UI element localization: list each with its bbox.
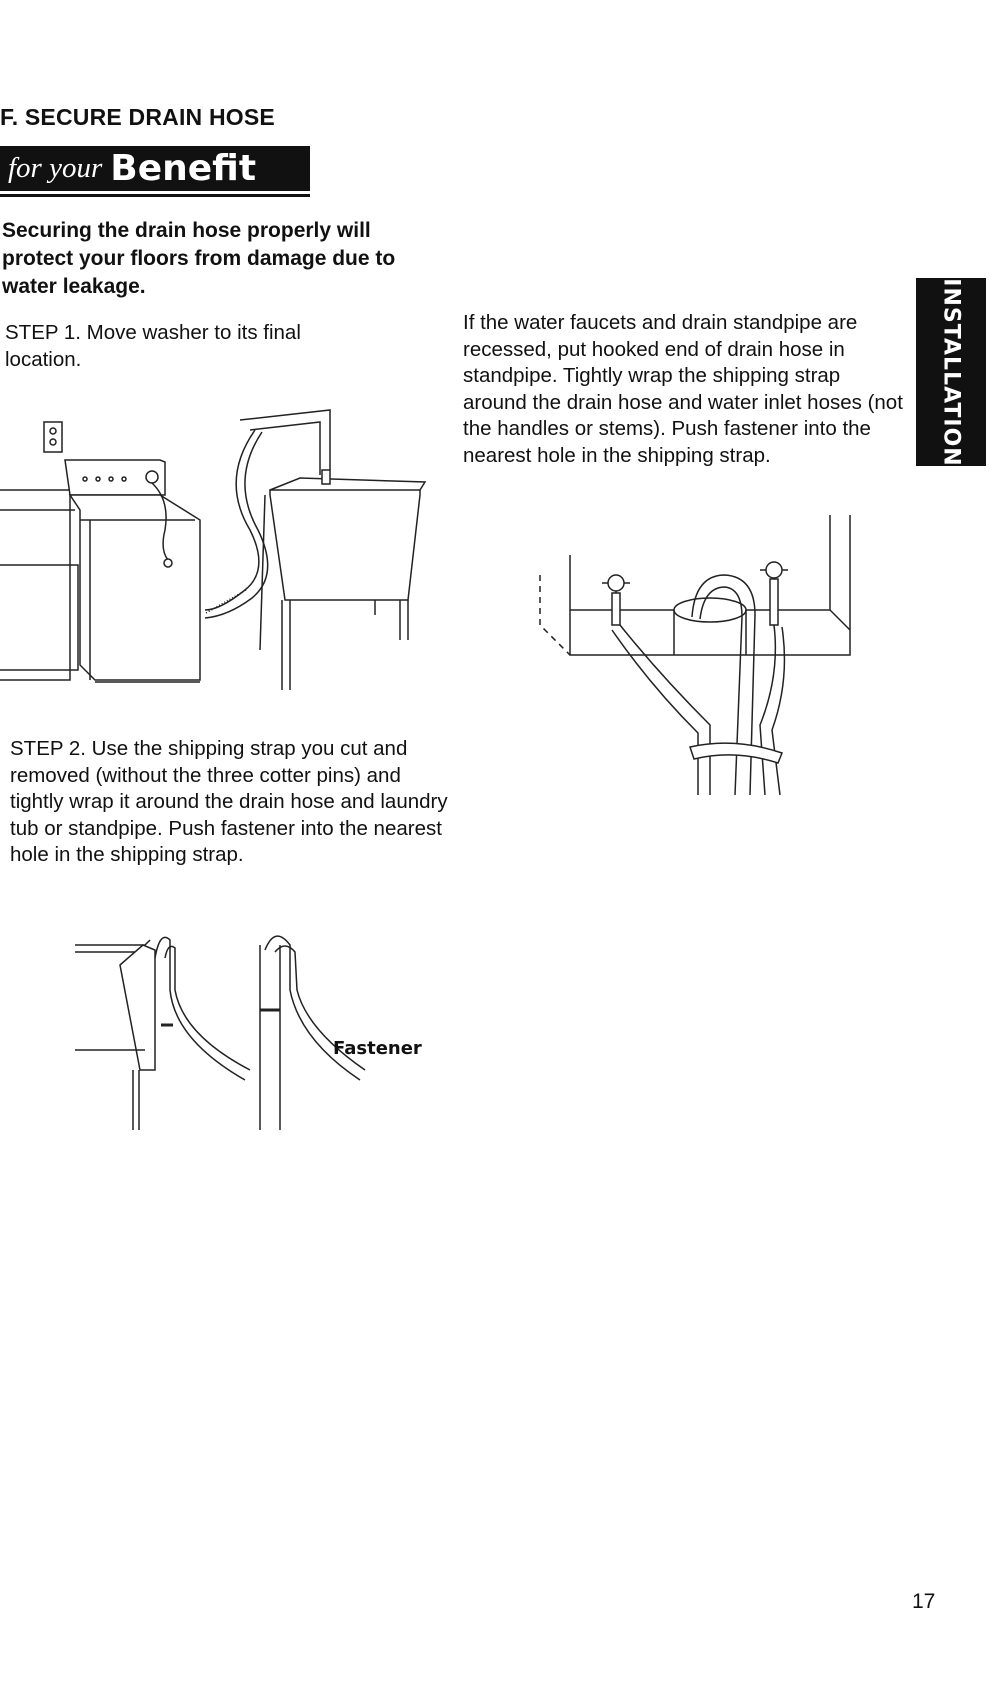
side-tab-label: INSTALLATION (938, 277, 964, 467)
standpipe-illustration (520, 515, 860, 805)
for-your-benefit-banner: for your Benefit (0, 146, 310, 191)
step2-paragraph: STEP 2. Use the shipping strap you cut a… (10, 736, 450, 869)
fastener-label: Fastener (333, 1038, 422, 1059)
recessed-note: If the water faucets and drain standpipe… (463, 311, 903, 467)
step2-label: STEP 2. (10, 737, 86, 760)
step1-text: Move washer to its final location. (5, 321, 301, 371)
page-number: 17 (912, 1590, 936, 1613)
section-heading: F. SECURE DRAIN HOSE (0, 104, 275, 130)
step1-label: STEP 1. (5, 321, 81, 344)
installation-side-tab: INSTALLATION (916, 278, 986, 466)
banner-bold: Benefit (110, 148, 257, 189)
intro-text: Securing the drain hose properly will pr… (2, 219, 396, 298)
banner-rule (0, 194, 310, 197)
step2-text: Use the shipping strap you cut and remov… (10, 737, 448, 866)
step1-paragraph: STEP 1. Move washer to its final locatio… (5, 320, 365, 373)
wall-outlet-icon (44, 422, 62, 452)
washer-illustration (0, 400, 430, 700)
strap-illustration (75, 930, 395, 1130)
banner-italic: for your (8, 152, 103, 184)
